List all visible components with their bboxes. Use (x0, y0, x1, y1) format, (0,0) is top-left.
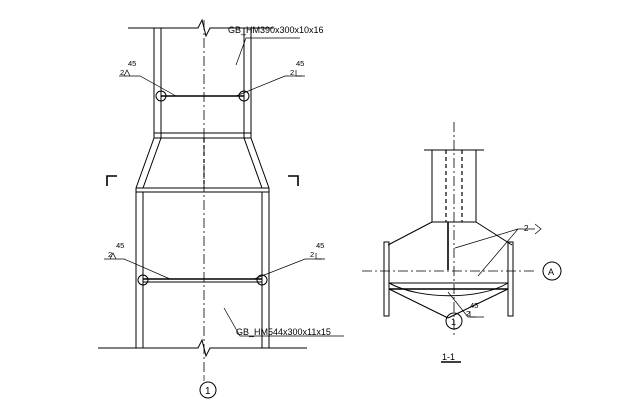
section-weld-leader-2 (477, 228, 519, 277)
section-weld-leg-2: 2 (466, 309, 470, 318)
upper-profile-leader (235, 37, 300, 66)
end-plate-right (507, 241, 514, 317)
section-mark-label: 1 (451, 317, 456, 327)
taper-left-inner (142, 137, 162, 189)
axis-label-a: A (548, 267, 554, 277)
weld-leg-label: 2 (290, 68, 294, 77)
weld-leader-lower-left (104, 258, 171, 280)
weld-size-label: 45 (128, 59, 136, 68)
weld-symbol-lower-left (137, 274, 149, 286)
weld-leg-label: 2 (120, 68, 124, 77)
taper-left-outer (135, 137, 155, 189)
taper-right-inner (243, 137, 263, 189)
section-cut-mark-left (106, 175, 117, 186)
fillet-weld-symbol (123, 69, 131, 77)
plate-left-lower (388, 288, 449, 319)
weld-symbol-lower-right (256, 274, 268, 286)
taper-right-outer (250, 137, 270, 189)
fillet-weld-symbol (315, 253, 322, 260)
plate-left-upper (387, 221, 433, 246)
weld-symbol-upper-left (155, 90, 167, 102)
axis-bubble-a (542, 261, 562, 281)
weld-leader-upper-right (235, 75, 305, 97)
fillet-weld-symbol (295, 70, 302, 77)
section-weld-leg: 2 (524, 224, 529, 233)
flange-plate-curve (388, 282, 509, 297)
section-title: 1-1 (442, 352, 455, 362)
section-weld-size: 45 (470, 301, 478, 310)
lower-profile-leader (223, 307, 344, 337)
bottom-break-line (98, 338, 307, 358)
upper-profile-label: GB_HM390x300x10x16 (228, 25, 324, 35)
weld-tail-symbol (534, 223, 542, 235)
section-bottom-weld-leader (447, 291, 484, 318)
axis-label-1: 1 (205, 386, 211, 397)
plate-right-lower (447, 288, 509, 319)
weld-symbol-upper-right (238, 90, 250, 102)
weld-size-label: 45 (316, 241, 324, 250)
lower-profile-label: GB_HM544x300x11x15 (236, 327, 331, 337)
section-1-1-view (362, 122, 562, 363)
section-mark-bubble (445, 312, 463, 330)
axis-bubble-1 (199, 381, 217, 399)
end-plate-left (383, 241, 390, 317)
section-cut-mark-right (288, 175, 299, 186)
plate-right-upper (475, 221, 513, 246)
fillet-weld-symbol (469, 311, 476, 318)
weld-leader-upper-left (119, 75, 177, 97)
weld-size-label: 45 (116, 241, 124, 250)
section-weld-leader (454, 228, 535, 249)
weld-leg-label: 2 (108, 250, 112, 259)
fillet-weld-symbol (109, 252, 117, 260)
weld-leg-label: 2 (310, 250, 314, 259)
column-elevation (98, 18, 344, 399)
weld-size-label: 45 (296, 59, 304, 68)
